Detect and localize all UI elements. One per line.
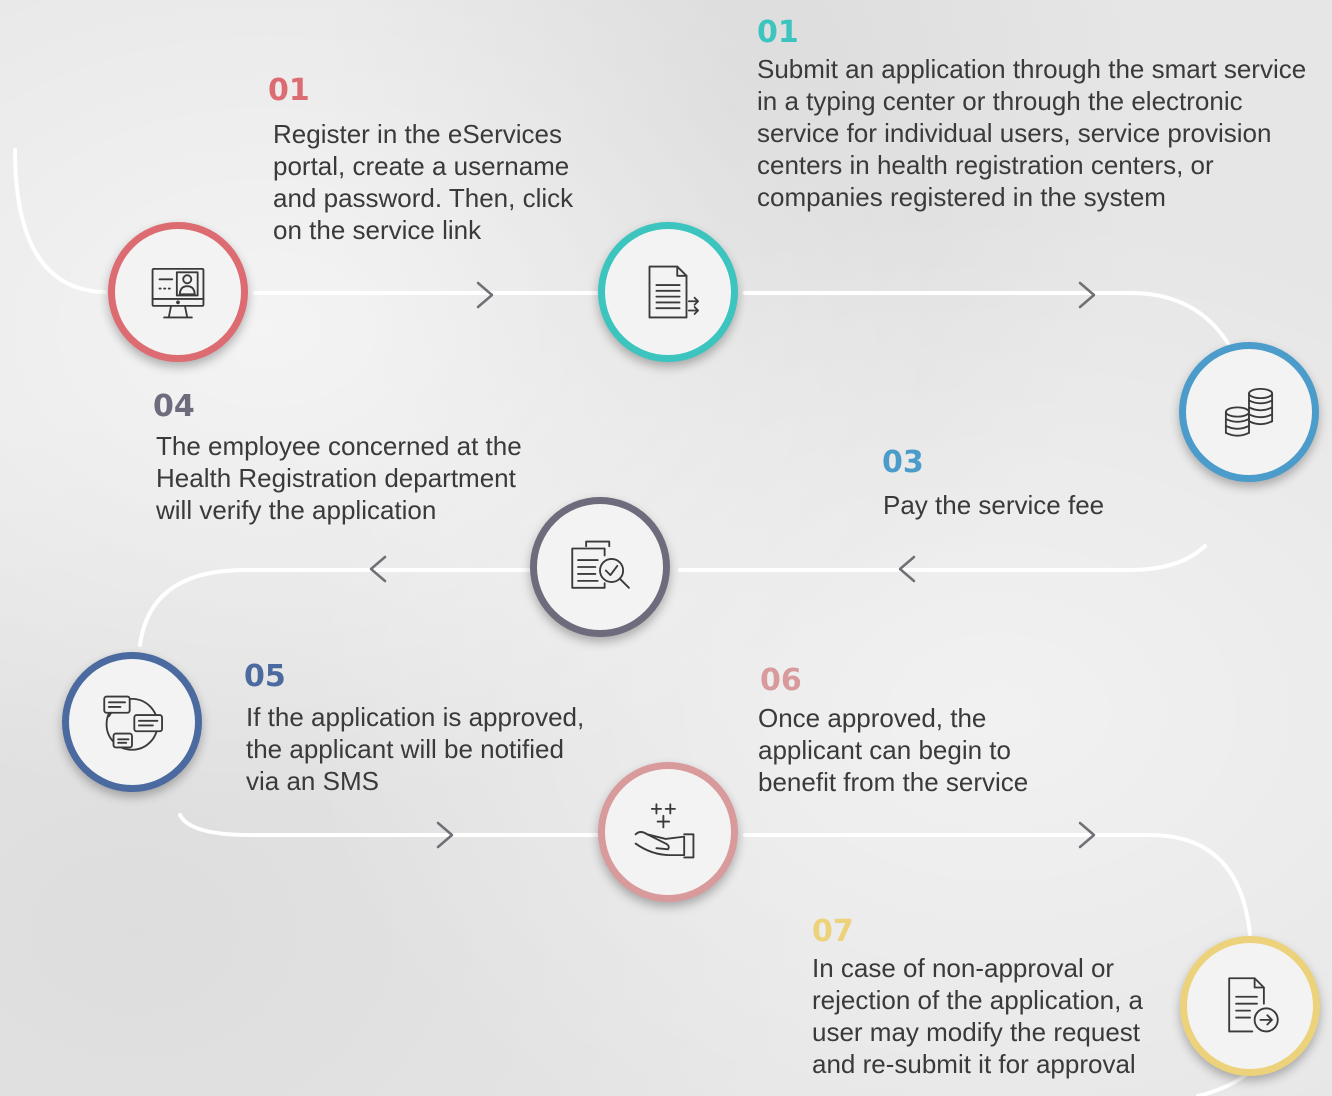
step-7-circle <box>1180 936 1320 1076</box>
path-arrow-left <box>898 555 916 583</box>
step-1-circle <box>108 222 248 362</box>
path-arrow-left <box>369 555 387 583</box>
document-search-icon <box>571 540 630 589</box>
step-6-text: Once approved, the applicant can begin t… <box>758 703 1029 797</box>
step-7-number: 07 <box>812 914 854 949</box>
step-3-circle <box>1179 342 1319 482</box>
step-5-circle <box>62 652 202 792</box>
path-arrow-right <box>1078 821 1096 849</box>
step-3-text: Pay the service fee <box>883 490 1105 520</box>
step-6-number: 06 <box>760 663 802 698</box>
hand-benefit-icon <box>634 803 695 859</box>
step-4-number: 04 <box>153 389 195 424</box>
step-4-text: The employee concerned at the Health Reg… <box>156 431 522 525</box>
step-5-text: If the application is approved, the appl… <box>246 702 585 796</box>
step-1-text: Register in the eServices portal, create… <box>273 119 574 245</box>
step-2-circle <box>598 222 738 362</box>
step-3-number: 03 <box>882 445 924 480</box>
path-arrow-right <box>436 821 454 849</box>
step-4-circle <box>530 497 670 637</box>
document-resubmit-icon <box>1228 977 1279 1033</box>
computer-user-icon <box>151 267 205 319</box>
step-6-circle <box>598 762 738 902</box>
step-2-number: 01 <box>757 15 799 50</box>
path-arrow-right <box>476 281 494 309</box>
coins-icon <box>1224 387 1274 437</box>
step-5-number: 05 <box>244 659 286 694</box>
step-7-text: In case of non-approval or rejection of … <box>812 953 1143 1079</box>
chat-globe-icon <box>103 695 163 751</box>
step-2-text: Submit an application through the smart … <box>757 54 1307 212</box>
step-1-number: 01 <box>268 73 310 108</box>
path-arrow-right <box>1078 281 1096 309</box>
document-submit-icon <box>648 265 699 319</box>
